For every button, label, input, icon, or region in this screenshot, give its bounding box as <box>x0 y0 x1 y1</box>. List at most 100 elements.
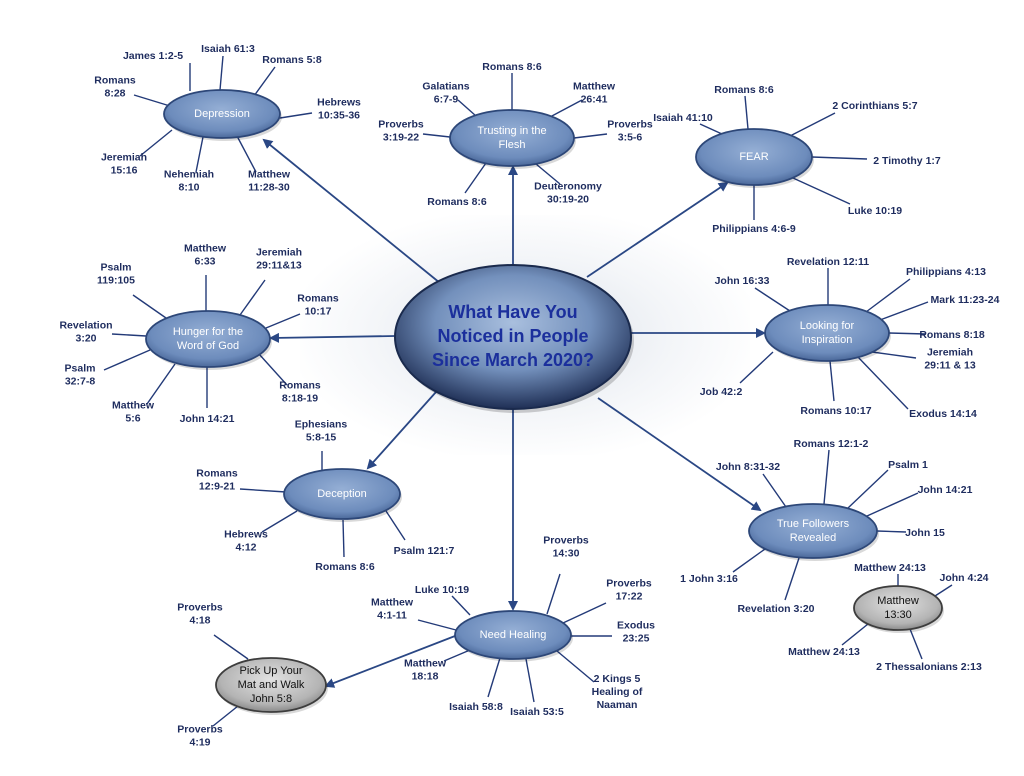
spoke-healing <box>525 658 535 703</box>
reference-proverbs-17-22-line: Proverbs <box>606 577 652 589</box>
reference-hebrews-10-35-36-line: 10:35-36 <box>318 109 360 121</box>
arrow-to-hunger <box>269 332 396 343</box>
topic-label-trusting-line: Trusting in the <box>477 125 546 137</box>
reference-proverbs-4-19-line: 4:19 <box>189 736 210 748</box>
spoke-inspiration <box>879 301 929 321</box>
reference-romans-8-28-line: 8:28 <box>104 87 125 99</box>
topic-label-hunger-line: Hunger for the <box>173 326 243 338</box>
reference-jeremiah-29-11-13-line: 29:11 & 13 <box>924 359 976 371</box>
reference-james-1-2-5-line: James 1:2-5 <box>123 50 183 62</box>
reference-john-15: John 15 <box>905 527 945 539</box>
reference-hebrews-4-12-line: Hebrews <box>224 528 268 540</box>
reference-john-8-31-32-line: John 8:31-32 <box>716 461 780 473</box>
reference-john-4-24: John 4:24 <box>939 572 988 584</box>
spoke-depression <box>253 66 276 97</box>
spoke-trusting <box>464 162 487 194</box>
topic-node-healing <box>454 610 572 660</box>
reference-romans-8-6: Romans 8:6 <box>427 196 487 208</box>
reference-romans-5-8: Romans 5:8 <box>262 54 322 66</box>
reference-2-kings-5-healing-of-naaman-line: 2 Kings 5 <box>594 673 641 685</box>
reference-jeremiah-29-11-13-line: Jeremiah <box>256 246 302 258</box>
reference-matthew-11-28-30-line: 11:28-30 <box>248 181 290 193</box>
reference-2-corinthians-5-7-line: 2 Corinthians 5:7 <box>832 100 917 112</box>
spoke-fear <box>792 177 851 205</box>
reference-john-14-21-line: John 14:21 <box>180 413 235 425</box>
spoke-followers <box>847 469 889 509</box>
spoke-healing <box>417 619 457 631</box>
reference-isaiah-41-10: Isaiah 41:10 <box>653 112 713 124</box>
reference-john-14-21: John 14:21 <box>918 484 973 496</box>
reference-galatians-6-7-9-line: 6:7-9 <box>434 93 459 105</box>
topic-label-followers-line: Revealed <box>790 532 836 544</box>
spoke-trusting <box>422 133 451 138</box>
spoke-fear <box>699 123 723 135</box>
reference-isaiah-61-3: Isaiah 61:3 <box>201 43 255 55</box>
reference-romans-8-18: Romans 8:18 <box>919 329 985 341</box>
reference-revelation-3-20-line: 3:20 <box>75 332 96 344</box>
spoke-followers <box>823 449 830 505</box>
reference-luke-10-19: Luke 10:19 <box>848 205 902 217</box>
reference-romans-12-1-2: Romans 12:1-2 <box>794 438 869 450</box>
spoke-hunger <box>132 294 167 319</box>
topic-label-healing: Need Healing <box>480 629 547 641</box>
reference-philippians-4-6-9-line: Philippians 4:6-9 <box>712 223 796 235</box>
reference-revelation-12-11: Revelation 12:11 <box>787 256 869 268</box>
reference-job-42-2: Job 42:2 <box>700 386 743 398</box>
reference-jeremiah-15-16-line: Jeremiah <box>101 151 147 163</box>
topic-label-fear-line: FEAR <box>739 151 768 163</box>
reference-romans-8-6-line: Romans 8:6 <box>482 61 542 73</box>
reference-revelation-3-20-line: Revelation 3:20 <box>737 603 814 615</box>
spoke-fear <box>744 95 749 130</box>
reference-1-john-3-16-line: 1 John 3:16 <box>680 573 738 585</box>
reference-proverbs-14-30-line: 14:30 <box>553 547 580 559</box>
arrow-to-deception <box>366 391 437 470</box>
reference-matthew-11-28-30-line: Matthew <box>248 168 291 180</box>
reference-romans-12-1-2-line: Romans 12:1-2 <box>794 438 869 450</box>
topic-label-deception: Deception <box>317 488 367 500</box>
spoke-followers <box>762 473 787 508</box>
arrow-to-mat <box>324 635 456 688</box>
spoke-depression <box>219 55 224 91</box>
reference-2-kings-5-healing-of-naaman-line: Healing of <box>592 686 643 698</box>
reference-nehemiah-8-10-line: Nehemiah <box>164 168 214 180</box>
spoke-trusting <box>549 99 583 118</box>
reference-philippians-4-13: Philippians 4:13 <box>906 266 986 278</box>
reference-matthew-5-6-line: 5:6 <box>125 412 140 424</box>
reference-exodus-14-14: Exodus 14:14 <box>909 408 977 420</box>
spoke-deception <box>239 488 287 493</box>
reference-jeremiah-15-16-line: 15:16 <box>111 164 138 176</box>
spoke-depression <box>236 135 257 173</box>
spoke-inspiration <box>856 355 909 410</box>
reference-romans-10-17-line: Romans <box>297 292 339 304</box>
reference-galatians-6-7-9-line: Galatians <box>422 80 469 92</box>
topic-node-mat <box>215 657 327 713</box>
reference-luke-10-19-line: Luke 10:19 <box>848 205 902 217</box>
center-title-line: Since March 2020? <box>432 350 594 370</box>
center-title-line: What Have You <box>448 302 577 322</box>
spoke-inspiration <box>888 332 927 335</box>
spoke-matthew1330 <box>909 628 923 660</box>
spoke-fear <box>811 156 868 160</box>
reference-john-14-21-line: John 14:21 <box>918 484 973 496</box>
reference-matthew-6-33-line: Matthew <box>184 242 227 254</box>
spoke-healing <box>451 595 471 616</box>
reference-john-16-33-line: John 16:33 <box>715 275 770 287</box>
spoke-hunger <box>146 363 176 405</box>
spoke-healing <box>556 650 595 683</box>
arrow-to-followers <box>597 397 762 512</box>
reference-matthew-4-1-11-line: 4:1-11 <box>377 609 407 621</box>
spoke-followers <box>784 557 800 601</box>
reference-isaiah-53-5-line: Isaiah 53:5 <box>510 706 564 718</box>
reference-deuteronomy-30-19-20-line: Deuteronomy <box>534 180 602 192</box>
